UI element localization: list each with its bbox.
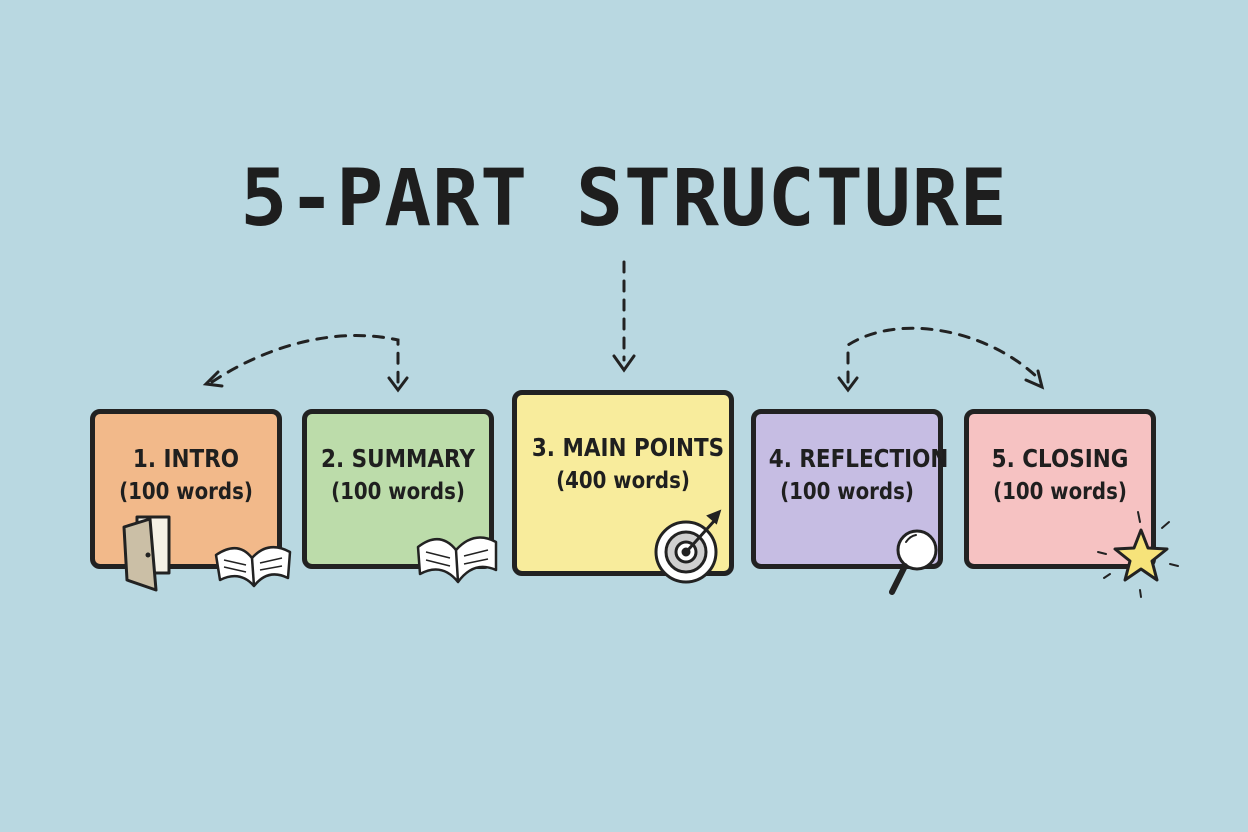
part-name: 3. MAIN POINTS — [531, 433, 725, 462]
part-box-closing: 5. CLOSING (100 words) — [964, 409, 1156, 569]
part-name: 2. SUMMARY — [321, 444, 475, 473]
diagram-title: 5-PART STRUCTURE — [240, 154, 1008, 244]
arrow-intro-summary — [202, 334, 409, 393]
part-word-count: (100 words) — [331, 479, 465, 505]
part-name: 4. REFLECTION — [768, 444, 949, 473]
part-word-count: (100 words) — [993, 479, 1127, 505]
part-word-count: (100 words) — [119, 479, 253, 505]
part-box-intro: 1. INTRO (100 words) — [90, 409, 282, 569]
arrow-reflection-closing — [837, 326, 1045, 393]
part-word-count: (400 words) — [556, 468, 690, 494]
part-word-count: (100 words) — [780, 479, 914, 505]
part-name: 1. INTRO — [132, 444, 240, 473]
part-box-main-points: 3. MAIN POINTS (400 words) — [512, 390, 734, 576]
part-name: 5. CLOSING — [991, 444, 1129, 473]
arrow-title-to-main-points — [612, 260, 636, 373]
part-box-summary: 2. SUMMARY (100 words) — [302, 409, 494, 569]
part-box-reflection: 4. REFLECTION (100 words) — [751, 409, 949, 569]
